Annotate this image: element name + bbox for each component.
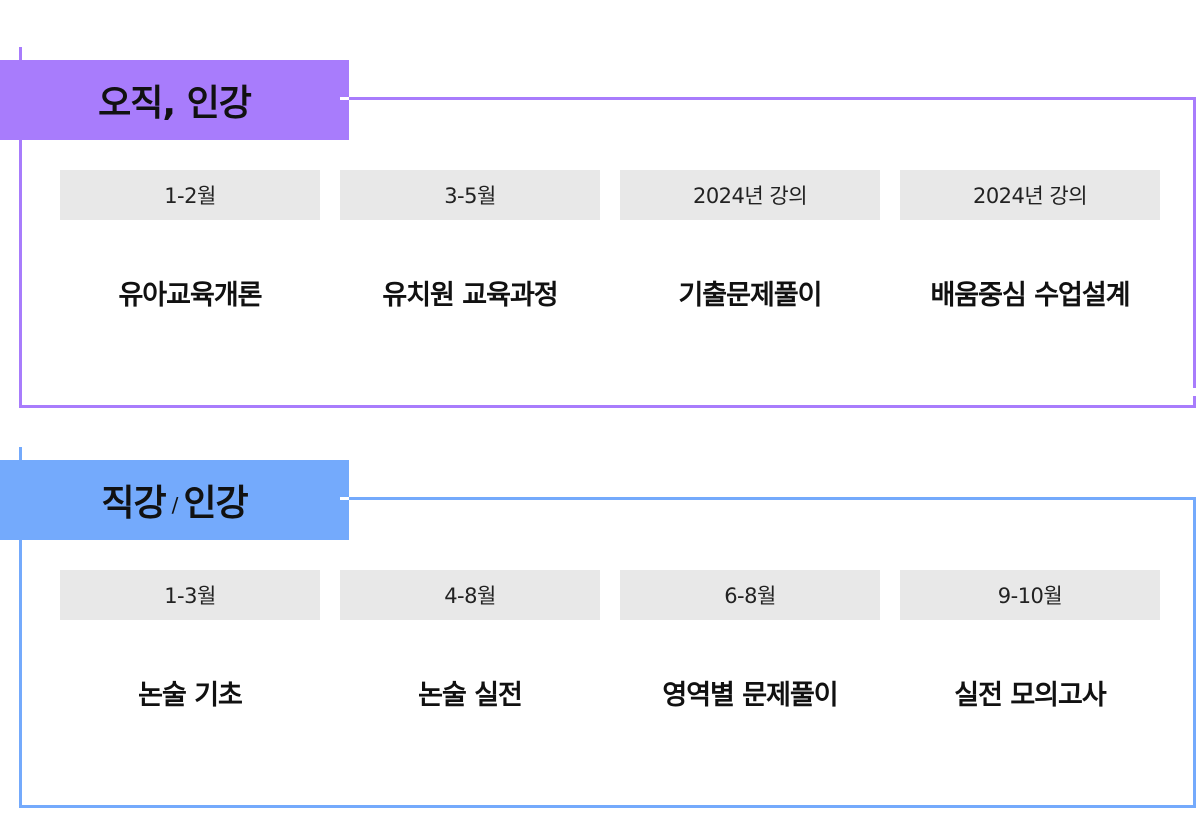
section-label: 오직, 인강 (0, 60, 349, 140)
section-title: 직강/인강 (101, 474, 248, 526)
section-offline-online: 직강/인강 1-3월 논술 기초 4-8월 논술 실전 6-8월 영역별 문제풀… (0, 400, 1200, 808)
section-title-part-b: 인강 (183, 483, 248, 524)
section-title-part-a: 직강 (101, 483, 166, 524)
section-title-separator: / (171, 493, 179, 517)
course-column: 1-2월 유아교육개론 (60, 170, 320, 311)
course-column: 4-8월 논술 실전 (340, 570, 600, 711)
section-title: 오직, 인강 (98, 74, 252, 126)
period-badge: 4-8월 (340, 570, 600, 620)
frame-gap (1193, 388, 1196, 396)
course-column: 6-8월 영역별 문제풀이 (620, 570, 880, 711)
section-frame (19, 97, 1196, 408)
section-label: 직강/인강 (0, 460, 349, 540)
course-name: 논술 기초 (138, 679, 243, 711)
course-column: 1-3월 논술 기초 (60, 570, 320, 711)
section-title-part-a: 오직, (98, 83, 176, 124)
course-name: 유치원 교육과정 (382, 279, 558, 311)
course-column: 2024년 강의 기출문제풀이 (620, 170, 880, 311)
period-badge: 2024년 강의 (620, 170, 880, 220)
period-badge: 1-2월 (60, 170, 320, 220)
course-columns: 1-2월 유아교육개론 3-5월 유치원 교육과정 2024년 강의 기출문제풀… (60, 170, 1160, 311)
period-badge: 2024년 강의 (900, 170, 1160, 220)
period-badge: 6-8월 (620, 570, 880, 620)
label-gap (340, 497, 349, 500)
course-name: 영역별 문제풀이 (662, 679, 838, 711)
period-badge: 9-10월 (900, 570, 1160, 620)
course-column: 2024년 강의 배움중심 수업설계 (900, 170, 1160, 311)
course-column: 9-10월 실전 모의고사 (900, 570, 1160, 711)
course-name: 실전 모의고사 (954, 679, 1106, 711)
course-columns: 1-3월 논술 기초 4-8월 논술 실전 6-8월 영역별 문제풀이 9-10… (60, 570, 1160, 711)
section-frame (19, 497, 1196, 808)
course-name: 유아교육개론 (118, 279, 262, 311)
course-name: 배움중심 수업설계 (930, 279, 1130, 311)
course-name: 논술 실전 (418, 679, 523, 711)
label-gap (340, 97, 349, 100)
course-column: 3-5월 유치원 교육과정 (340, 170, 600, 311)
course-name: 기출문제풀이 (678, 279, 822, 311)
section-online-only: 오직, 인강 1-2월 유아교육개론 3-5월 유치원 교육과정 2024년 강… (0, 0, 1200, 408)
section-title-part-b: 인강 (186, 83, 252, 124)
period-badge: 1-3월 (60, 570, 320, 620)
period-badge: 3-5월 (340, 170, 600, 220)
